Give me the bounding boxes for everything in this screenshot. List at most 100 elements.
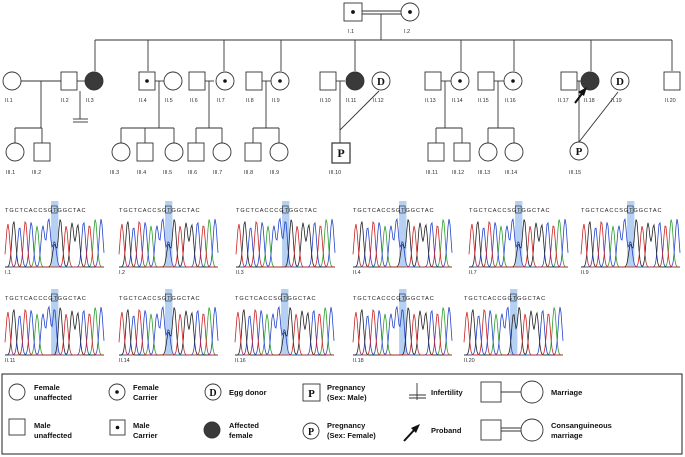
chromatogram-panels: TGCTCACCSGTGGCTACI.1TGCTCACCSGTGGCTACI.2… [4, 201, 681, 364]
label-II-17: II.17 [558, 98, 569, 104]
trace-t [468, 220, 568, 268]
called-base-box [281, 205, 289, 214]
trace-t [118, 220, 218, 268]
chromatogram-label: II.16 [235, 358, 246, 364]
chromatogram-panel: TGCTCACCSGTGGCTAC I.1 [4, 201, 105, 276]
legend-text-line2: unaffected [34, 393, 72, 402]
chromatogram-label: II.3 [236, 270, 244, 276]
legend-text: Consanguineous [551, 421, 612, 430]
variant-highlight [399, 201, 407, 267]
label-III-10: III.10 [329, 170, 341, 176]
legend-pregnancy-female: Pregnancy(Sex: Female) [327, 421, 376, 440]
trace-g [464, 307, 563, 356]
label-III-4: III.4 [137, 170, 146, 176]
label-II-18: II.18 [584, 98, 595, 104]
chromatogram-label: II.14 [119, 358, 130, 364]
label-III-9: III.9 [270, 170, 279, 176]
label-II-16: II.16 [505, 98, 516, 104]
trace-c [236, 217, 336, 268]
label-III-15: III.15 [569, 170, 581, 176]
sequence-text: TGCTCACCSGTGGCTAC [353, 208, 434, 214]
legend-text: Affected [229, 421, 259, 430]
egg-donor-letter: D [377, 76, 385, 88]
sequence-text: TGCTCACCGGTGGCTAC [464, 296, 546, 302]
trace-c [5, 217, 105, 268]
sequence-text: TGCTCACCCGTGGCTAC [353, 296, 435, 302]
trace-g [119, 219, 218, 268]
label-II-6: II.6 [190, 98, 198, 104]
sequence-text: TGCTCACCSGTGGCTAC [119, 296, 200, 302]
label-III-1: III.1 [6, 170, 15, 176]
sequence-text: TGCTCACCSGTGGCTAC [581, 208, 662, 214]
label-III-2: III.2 [32, 170, 41, 176]
label-III-5: III.5 [163, 170, 172, 176]
legend-text-line2: unaffected [34, 431, 72, 440]
called-base-box [164, 293, 172, 302]
label-I-2: I.2 [404, 29, 410, 35]
called-base-box [50, 293, 58, 302]
label-II-9: II.9 [272, 98, 280, 104]
legend-text-line2: female [229, 431, 253, 440]
called-base-box [509, 293, 517, 302]
sequence-text: TGCTCACCCGTGGCTAC [5, 296, 87, 302]
proband-arrow-icon [574, 87, 587, 104]
legend-text-line2: (Sex: Male) [327, 393, 367, 402]
label-II-2: II.2 [61, 98, 69, 104]
trace-g [236, 219, 335, 268]
pedigree-lines [14, 10, 673, 143]
legend-text: Marriage [551, 388, 582, 397]
chromatogram-label: II.11 [5, 358, 15, 364]
legend-text: Pregnancy [327, 421, 366, 430]
chromatogram-panel: TGCTCACCSGTGGCTAC II.7 [468, 201, 569, 276]
legend-text: Male [34, 421, 51, 430]
trace-t [352, 220, 452, 268]
label-II-14: II.14 [452, 98, 463, 104]
label-II-11: II.11 [346, 98, 356, 104]
individual-labels: I.1 I.2 II.1 II.2 II.3 II.4 II.5 II.6 II… [5, 29, 676, 176]
trace-t [235, 220, 335, 268]
label-III-12: III.12 [452, 170, 464, 176]
pregnancy-letter: P [337, 146, 344, 160]
label-II-15: II.15 [478, 98, 489, 104]
legend-text: Infertility [431, 388, 463, 397]
sequence-text: TGCTCACCSGTGGCTAC [5, 208, 86, 214]
trace-g [581, 219, 680, 268]
variant-highlight [51, 289, 59, 355]
generation-3 [5, 141, 589, 164]
trace-g [5, 219, 104, 268]
variant-highlight [282, 201, 290, 267]
chromatogram-label: II.20 [464, 358, 475, 364]
sequence-text: TGCTCACCSGTGGCTAC [469, 208, 550, 214]
variant-highlight [627, 201, 635, 267]
label-II-12: II.12 [373, 98, 384, 104]
trace-c [464, 306, 564, 356]
chromatogram-panel: TGCTCACCCGTGGCTAC II.11 [4, 289, 105, 364]
chromatogram-label: I.1 [5, 270, 11, 276]
label-II-5: II.5 [165, 98, 173, 104]
label-III-11: III.11 [426, 170, 438, 176]
label-II-4: II.4 [139, 98, 147, 104]
called-base-box [398, 293, 406, 302]
chromatogram-label: II.18 [353, 358, 364, 364]
variant-highlight [510, 289, 518, 355]
sequence-text: TGCTCACCSGTGGCTAC [119, 208, 200, 214]
trace-c [581, 217, 681, 268]
label-II-8: II.8 [246, 98, 254, 104]
legend-text: Proband [431, 426, 462, 435]
trace-g [119, 307, 218, 356]
chromatogram-label: II.7 [469, 270, 477, 276]
legend-text: Pregnancy [327, 383, 366, 392]
chromatogram-panel: TGCTCACCCGTGGCTAC II.18 [352, 289, 453, 364]
called-base-box [398, 205, 406, 214]
label-III-13: III.13 [478, 170, 490, 176]
trace-t [580, 220, 680, 268]
trace-t [4, 220, 104, 268]
label-II-10: II.10 [320, 98, 331, 104]
called-base-box [626, 205, 634, 214]
